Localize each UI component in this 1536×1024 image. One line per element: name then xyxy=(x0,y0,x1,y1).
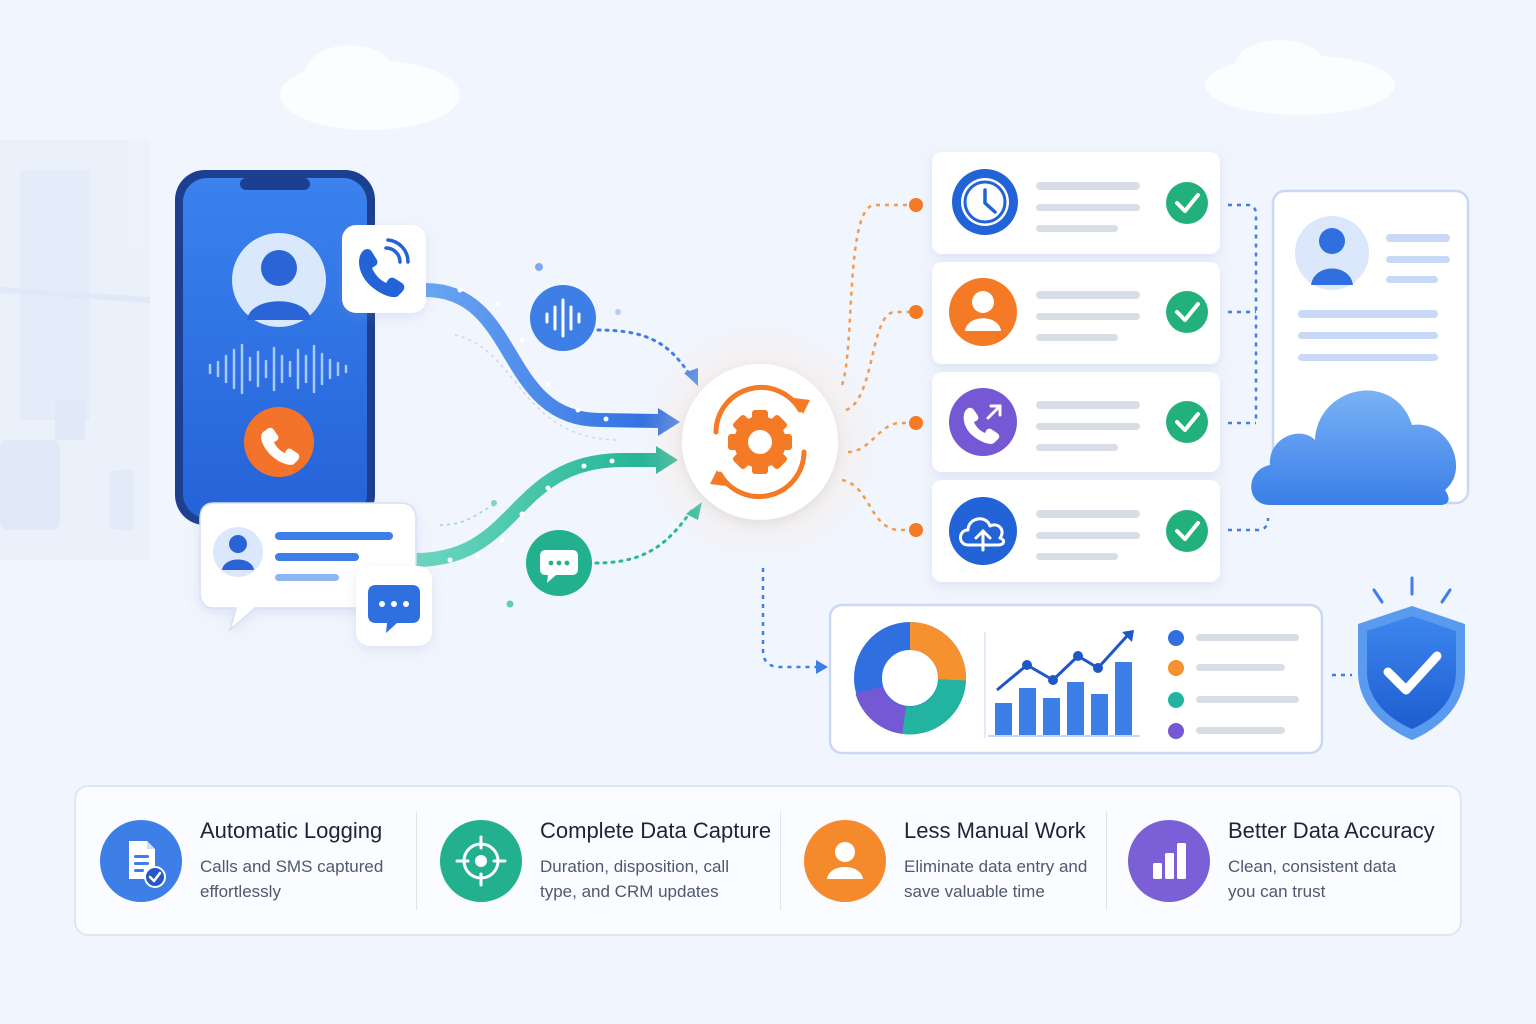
end-call-button[interactable] xyxy=(244,407,314,477)
feature-complete-data-capture: Complete Data Capture Duration, disposit… xyxy=(416,787,780,934)
connector-dots xyxy=(909,198,923,537)
feature-title: Complete Data Capture xyxy=(540,817,772,843)
feature-title: Automatic Logging xyxy=(200,817,383,843)
analytics-dashboard xyxy=(828,603,1324,755)
check-icon xyxy=(1166,510,1208,552)
hub-to-dashboard-connector xyxy=(761,568,818,669)
bar-chart-icon xyxy=(1128,819,1210,902)
contact-avatar xyxy=(1311,228,1353,285)
phone-outgoing-icon xyxy=(963,404,1002,444)
user-icon xyxy=(965,291,1001,331)
phone-call-icon xyxy=(359,238,410,298)
caller-avatar xyxy=(247,250,311,320)
feature-description: Calls and SMS captured effortlessly xyxy=(200,856,384,901)
feature-divider xyxy=(1106,811,1107,910)
crosshair-target-icon xyxy=(440,819,522,902)
check-icon xyxy=(1166,182,1208,224)
background-clouds xyxy=(280,40,1395,130)
feature-automatic-logging: Automatic Logging Calls and SMS captured… xyxy=(76,787,416,934)
log-card-crm-update xyxy=(932,480,1220,582)
cloud-icon xyxy=(1251,390,1457,505)
log-card-call-time xyxy=(932,152,1220,254)
chat-badge xyxy=(356,566,432,646)
hub-to-cards-connectors xyxy=(840,203,915,532)
voice-wave-icon xyxy=(545,298,581,338)
user-icon xyxy=(804,819,886,902)
feature-less-manual-work: Less Manual Work Eliminate data entry an… xyxy=(780,787,1106,934)
phone-call-badge xyxy=(342,225,426,313)
check-icon xyxy=(1166,401,1208,443)
features-panel: Automatic Logging Calls and SMS captured… xyxy=(74,785,1462,936)
sync-hub xyxy=(640,322,880,562)
feature-divider xyxy=(416,811,417,910)
cloud-upload-icon xyxy=(959,517,1006,552)
chart-legend xyxy=(1168,630,1299,739)
feature-description: Eliminate data entry and save valuable t… xyxy=(904,856,1088,901)
feature-title: Better Data Accuracy xyxy=(1228,817,1435,843)
voice-wave-badge xyxy=(530,285,596,351)
log-card-call-type xyxy=(932,372,1220,472)
shield-check-icon xyxy=(1358,576,1465,740)
phone-handset-icon xyxy=(261,427,300,465)
message-icon xyxy=(540,550,578,583)
feature-divider xyxy=(780,811,781,910)
feature-description: Duration, disposition, call type, and CR… xyxy=(540,856,729,901)
background-office xyxy=(0,140,151,560)
cards-to-crm-connectors xyxy=(1228,203,1270,532)
check-icon xyxy=(1166,291,1208,333)
voice-waveform xyxy=(208,343,348,395)
feature-description: Clean, consistent data you can trust xyxy=(1228,856,1397,901)
gear-sync-icon xyxy=(710,384,810,500)
chat-bubble-icon xyxy=(368,585,420,633)
sender-avatar xyxy=(222,535,254,570)
line-bar-chart-icon xyxy=(988,630,1140,737)
message-badge xyxy=(526,530,592,596)
feature-better-data-accuracy: Better Data Accuracy Clean, consistent d… xyxy=(1106,787,1460,934)
log-card-contact xyxy=(932,262,1220,364)
document-check-icon xyxy=(100,819,182,902)
donut-chart-icon xyxy=(854,621,967,735)
feature-title: Less Manual Work xyxy=(904,817,1086,843)
smartphone xyxy=(175,170,375,525)
